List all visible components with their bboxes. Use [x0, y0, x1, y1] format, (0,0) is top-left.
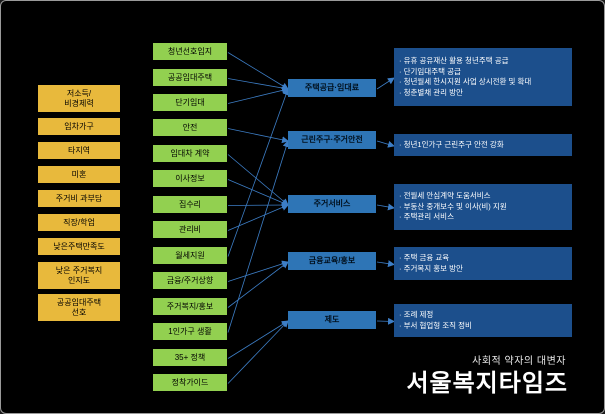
category-neighborhood-safety: 근린주구·주거안전	[288, 131, 376, 149]
factor-other-region: 타지역	[38, 142, 120, 159]
detail-item: 단기임대주택 공급	[399, 67, 531, 78]
need-management-fee: 관리비	[153, 221, 227, 238]
need-settlement-guide: 정착가이드	[153, 374, 227, 391]
detail-list: 전월세 안심계약 도움서비스 부동산 중개보수 및 이사(비) 지원 주택관리 …	[394, 189, 512, 225]
category-institution: 제도	[288, 311, 376, 329]
detail-item: 주택관리 서비스	[399, 212, 507, 223]
detail-housing-supply-rent: 유휴 공유재산 활용 청년주택 공급 단기임대주택 공급 청년월세 한시지원 사…	[394, 48, 572, 106]
detail-neighborhood-safety: 청년1인가구 근린주구 안전 강화	[394, 134, 572, 156]
factor-unmarried: 미혼	[38, 166, 120, 183]
need-moving-info: 이사정보	[153, 170, 227, 187]
need-monthly-rent-support: 월세지원	[153, 247, 227, 264]
detail-item: 청년1인가구 근린주구 안전 강화	[399, 140, 504, 151]
detail-institution: 조례 제정 부서 협업형 조직 정비	[394, 304, 572, 337]
detail-list: 청년1인가구 근린주구 안전 강화	[394, 138, 509, 153]
factor-low-income: 저소득/ 비경제력	[38, 85, 120, 112]
detail-list: 조례 제정 부서 협업형 조직 정비	[394, 308, 477, 333]
detail-item: 전월세 안심계약 도움서비스	[399, 191, 507, 202]
factor-public-rental-preference: 공공임대주택 선호	[38, 294, 120, 321]
detail-item: 조례 제정	[399, 310, 472, 321]
detail-item: 청년월세 한시지원 사업 상시전환 및 확대	[399, 77, 532, 88]
need-welfare-promotion: 주거복지/홍보	[153, 298, 227, 315]
detail-list: 주택 금융 교육 주거복지 홍보 방안	[394, 251, 468, 276]
detail-item: 부서 협업형 조직 정비	[399, 321, 472, 332]
factor-low-welfare-awareness: 낮은 주거복지 인지도	[38, 262, 120, 289]
footer-tagline: 사회적 약자의 대변자	[472, 356, 566, 367]
need-single-household-life: 1인가구 생활	[153, 323, 227, 340]
need-safety: 안전	[153, 119, 227, 136]
need-lease-contract: 임대차 계약	[153, 145, 227, 162]
detail-item: 유휴 공유재산 활용 청년주택 공급	[399, 56, 531, 67]
need-35plus-policy: 35+ 정책	[153, 349, 227, 366]
need-finance-housing-upgrade: 금융/주거상향	[153, 272, 227, 289]
factor-housing-cost-burden: 주거비 과부담	[38, 190, 120, 207]
need-public-rental-housing: 공공임대주택	[153, 69, 227, 86]
detail-item: 주택 금융 교육	[399, 253, 463, 264]
factor-work-study: 직장/학업	[38, 214, 120, 231]
detail-item: 청춘별채 관리 방안	[399, 88, 531, 99]
detail-housing-services: 전월세 안심계약 도움서비스 부동산 중개보수 및 이사(비) 지원 주택관리 …	[394, 184, 572, 230]
need-short-term-rental: 단기임대	[153, 94, 227, 111]
need-preferred-location: 청년선호입지	[153, 43, 227, 60]
detail-finance-education-promotion: 주택 금융 교육 주거복지 홍보 방안	[394, 247, 572, 280]
brand-logo-text: 서울복지타임즈	[406, 370, 568, 397]
category-housing-services: 주거서비스	[288, 195, 376, 213]
detail-list: 유휴 공유재산 활용 청년주택 공급 단기임대주택 공급 청년월세 한시지원 사…	[394, 54, 536, 100]
factor-low-housing-satisfaction: 낮은주택만족도	[38, 238, 120, 255]
category-finance-education-promotion: 금융교육/홍보	[288, 252, 376, 270]
detail-item: 부동산 중개보수 및 이사(비) 지원	[399, 202, 507, 213]
category-housing-supply-rent: 주택공급·임대료	[288, 79, 376, 97]
need-house-repair: 집수리	[153, 196, 227, 213]
factor-renter-household: 임차가구	[38, 118, 120, 135]
detail-item: 주거복지 홍보 방안	[399, 264, 463, 275]
